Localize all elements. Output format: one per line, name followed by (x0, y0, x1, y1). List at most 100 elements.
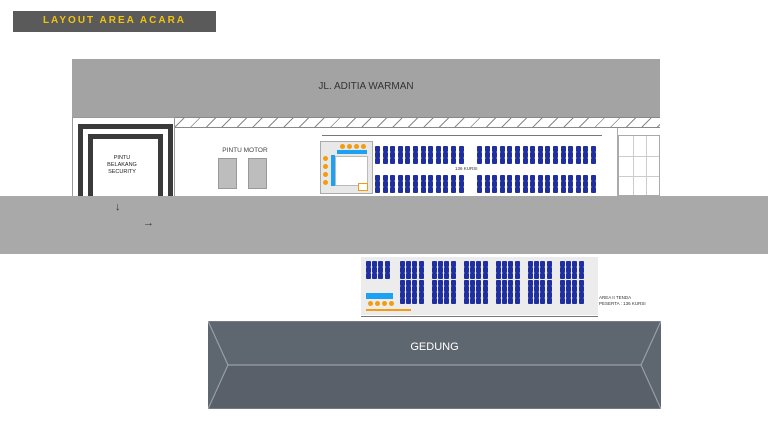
chair (583, 152, 589, 158)
chair (464, 267, 469, 274)
chair (578, 279, 584, 286)
chair (405, 181, 411, 187)
dimension-line-top (322, 135, 602, 136)
chair (451, 152, 456, 158)
chair (450, 261, 456, 267)
chair (514, 273, 520, 280)
chair (382, 175, 388, 181)
chair (400, 261, 405, 267)
fence (175, 117, 660, 128)
chair (428, 181, 434, 187)
chair (418, 273, 424, 280)
side-room (618, 135, 660, 196)
accent-chair (323, 164, 328, 169)
chair (435, 152, 441, 158)
chair (560, 175, 566, 181)
chair (413, 181, 418, 187)
chair (438, 261, 444, 267)
chair (546, 298, 552, 305)
chair (482, 261, 488, 267)
chair (476, 261, 482, 267)
chair (546, 267, 552, 274)
chair (496, 261, 501, 267)
chair (568, 146, 574, 152)
chair (568, 152, 574, 158)
chair (508, 298, 514, 305)
arrow-right-icon: → (143, 217, 154, 229)
motor-gate-door-left (218, 158, 237, 189)
accent-chair (354, 144, 359, 149)
chair (575, 175, 581, 181)
chair (451, 181, 456, 187)
chair (572, 285, 578, 292)
chair (413, 175, 418, 181)
stage-inner-1 (335, 156, 368, 186)
chair (384, 273, 390, 279)
chair (390, 187, 396, 193)
accent-chair (340, 144, 345, 149)
chair (450, 298, 456, 305)
chair (366, 273, 371, 279)
stage-sound-box (358, 183, 368, 191)
chair (537, 181, 543, 187)
chair (508, 292, 514, 298)
chair (443, 181, 449, 187)
chair (575, 187, 581, 193)
chair (412, 273, 418, 280)
chair (451, 146, 456, 152)
stage-strip-top (337, 150, 367, 154)
chair (534, 292, 540, 298)
chair (515, 158, 520, 164)
chair (540, 261, 546, 267)
chair (583, 187, 589, 193)
chair (477, 187, 482, 193)
chair (546, 279, 552, 286)
chair (566, 285, 572, 292)
chair (438, 298, 444, 305)
chair (435, 187, 441, 193)
chair (450, 279, 456, 286)
chair (560, 146, 566, 152)
chair (418, 292, 424, 298)
chair (560, 181, 566, 187)
chair (528, 285, 533, 292)
chair (405, 158, 411, 164)
chair (566, 298, 572, 305)
chair (406, 298, 412, 305)
chair (484, 187, 490, 193)
chair (528, 292, 533, 298)
chair (484, 181, 490, 187)
chair (482, 292, 488, 298)
chair (400, 298, 405, 305)
chair (553, 146, 558, 152)
chair (546, 292, 552, 298)
chair (530, 181, 536, 187)
chair (477, 146, 482, 152)
chair (508, 261, 514, 267)
chair (566, 292, 572, 298)
chair (572, 279, 578, 286)
chair (534, 285, 540, 292)
chair (534, 279, 540, 286)
security-line-2: BELAKANG (107, 162, 137, 168)
chair (492, 152, 498, 158)
chair (507, 187, 513, 193)
chair (545, 158, 551, 164)
chair (545, 187, 551, 193)
chair (502, 292, 508, 298)
chair (384, 261, 390, 267)
chair (458, 175, 464, 181)
chair (412, 279, 418, 286)
chair (528, 279, 533, 286)
chair (477, 152, 482, 158)
chair (444, 292, 450, 298)
chair (372, 267, 378, 273)
chair (566, 267, 572, 274)
chair (405, 152, 411, 158)
chair (428, 187, 434, 193)
chair (420, 152, 426, 158)
chair (444, 285, 450, 292)
chair (578, 267, 584, 274)
chair (482, 273, 488, 280)
building-roof (208, 321, 661, 409)
